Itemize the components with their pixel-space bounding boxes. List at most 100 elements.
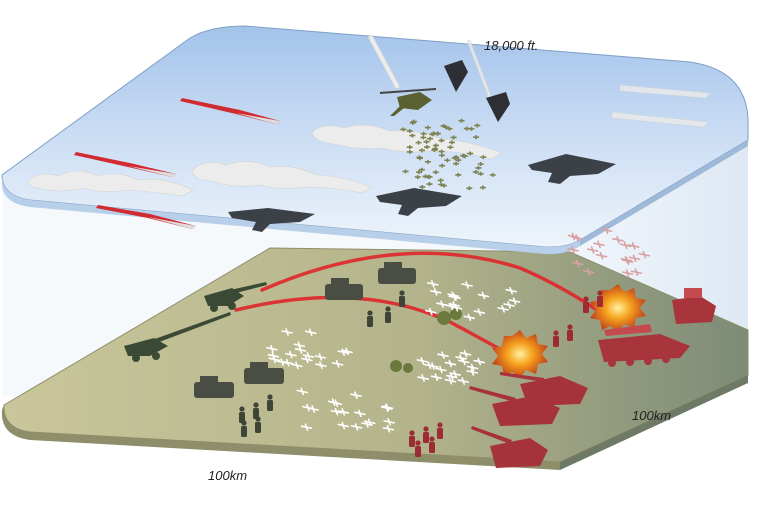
- soldier-icon: [409, 430, 415, 447]
- swarm-drone-icon: [472, 169, 479, 174]
- soldier-icon: [367, 310, 373, 327]
- ground-drone-icon: [505, 286, 517, 295]
- swarm-drone-icon: [438, 149, 445, 154]
- ground-drone-icon: [337, 421, 350, 430]
- swarm-drone-icon: [430, 131, 437, 136]
- soldier-icon: [409, 290, 603, 457]
- swarm-drone-icon: [416, 156, 423, 161]
- swarm-drone-icon: [446, 126, 453, 131]
- ground-drone-icon: [426, 280, 439, 288]
- stealth-fighter-icon: [228, 154, 616, 232]
- ground-drone-icon: [586, 246, 599, 254]
- swarm-drone-icon: [466, 186, 473, 191]
- ground-drone-icon: [466, 368, 479, 376]
- swarm-drone-icon: [450, 135, 457, 140]
- ground-drone-icon: [445, 372, 458, 381]
- swarm-drone-icon: [424, 125, 431, 130]
- swarm-drone-icon: [424, 159, 431, 164]
- swarm-drone-icon: [448, 140, 455, 145]
- soldier-icon: [253, 402, 259, 419]
- ground-drone-icon: [300, 355, 313, 364]
- ground-drone-icon: [436, 300, 448, 308]
- ground-drone-icon: [268, 355, 280, 364]
- ground-drone-icon: [595, 251, 608, 260]
- swarm-drone-icon: [479, 185, 486, 190]
- ground-drone-icon: [331, 360, 344, 368]
- ground-drone-icon: [567, 246, 579, 254]
- swarm-drone-icon: [432, 170, 439, 175]
- ground-drone-icon: [304, 328, 317, 337]
- swarm-drone-icon: [420, 131, 427, 136]
- hypersonic-glide-vehicle-icon: [444, 60, 510, 122]
- swarm-drone-icon: [444, 158, 451, 163]
- swarm-drone-icon: [424, 145, 431, 150]
- ground-drone-icon: [473, 308, 486, 316]
- ground-drone-icon: [327, 398, 340, 407]
- ground-drone-icon: [266, 344, 278, 353]
- swarm-drone-icon: [432, 143, 439, 148]
- swarm-drone-icon: [409, 133, 416, 138]
- ground-drone-icon: [461, 281, 473, 289]
- ground-drone-icon: [593, 240, 605, 249]
- swarm-drone-icon: [438, 153, 445, 158]
- ground-drone-icon: [466, 363, 479, 372]
- width-label-side: 100km: [632, 408, 672, 423]
- ground-drone-icon: [430, 373, 443, 381]
- swarm-drone-icon: [473, 135, 480, 140]
- ground-drone-icon: [424, 307, 437, 316]
- swarm-drone-icon: [437, 178, 444, 183]
- ground-drone-icon: [571, 259, 584, 268]
- swarm-drone-icon: [489, 173, 496, 178]
- ground-drone-icon: [330, 407, 343, 416]
- altitude-label: 18,000 ft.: [484, 38, 539, 53]
- sky-layer-edge-side: [580, 140, 748, 246]
- swarm-drone-icon: [400, 118, 496, 191]
- ground-drone-icon: [619, 241, 632, 250]
- explosion-icon: [590, 284, 646, 332]
- ground-drone-icon: [600, 226, 613, 235]
- ground-drone-icon: [361, 420, 373, 428]
- swarm-drone-icon: [475, 165, 482, 170]
- ground-drone-icon: [307, 405, 319, 413]
- ground-drone-icon: [293, 341, 306, 350]
- ground-drone-icon: [437, 351, 449, 359]
- swarm-drone-icon: [453, 161, 460, 166]
- support-equipment: [390, 308, 462, 373]
- ground-drone-icon: [281, 328, 293, 336]
- ground-drone-icon: [459, 350, 472, 358]
- ground-drone-icon: [444, 359, 457, 368]
- ground-drone-icon: [435, 365, 447, 374]
- swarm-drone-icon: [414, 175, 421, 180]
- swarm-drone-icon: [426, 182, 433, 187]
- soldier-icon: [255, 416, 261, 433]
- soldier-icon: [553, 330, 559, 347]
- soldier-icon: [239, 406, 245, 423]
- soldier-icon: [385, 306, 391, 323]
- ground-drone-icon: [449, 370, 461, 378]
- ground-drone-icon: [450, 304, 463, 312]
- swarm-drone-icon: [419, 184, 426, 189]
- ground-drone-icon: [354, 409, 366, 418]
- swarm-drone-icon: [415, 140, 422, 145]
- cruise-missile-icon: [74, 152, 176, 177]
- ground-drone-icon: [508, 297, 521, 305]
- missile-launcher-truck-icon: [598, 324, 690, 367]
- swarm-drone-icon: [477, 161, 484, 166]
- ground-drone-icon: [427, 362, 439, 370]
- swarm-drone-icon: [480, 155, 487, 160]
- ground-drone-icon: [638, 250, 651, 259]
- ground-drone-icon: [350, 391, 362, 399]
- ground-drone-icon: [620, 256, 633, 264]
- swarm-drone-icon: [455, 172, 462, 177]
- ground-drone-icon: [300, 423, 313, 431]
- ground-drone-icon: [503, 301, 515, 309]
- swarm-drone-icon: [416, 170, 423, 175]
- swarm-drone-icon: [455, 158, 462, 163]
- swarm-drone-icon: [423, 139, 430, 144]
- armored-vehicle-icon: [194, 262, 416, 398]
- soldier-icon: [399, 290, 405, 307]
- soldier-icon: [567, 324, 573, 341]
- swarm-drone-icon: [431, 148, 438, 153]
- ground-drone-icon: [314, 353, 327, 361]
- swarm-drone-icon: [420, 135, 427, 140]
